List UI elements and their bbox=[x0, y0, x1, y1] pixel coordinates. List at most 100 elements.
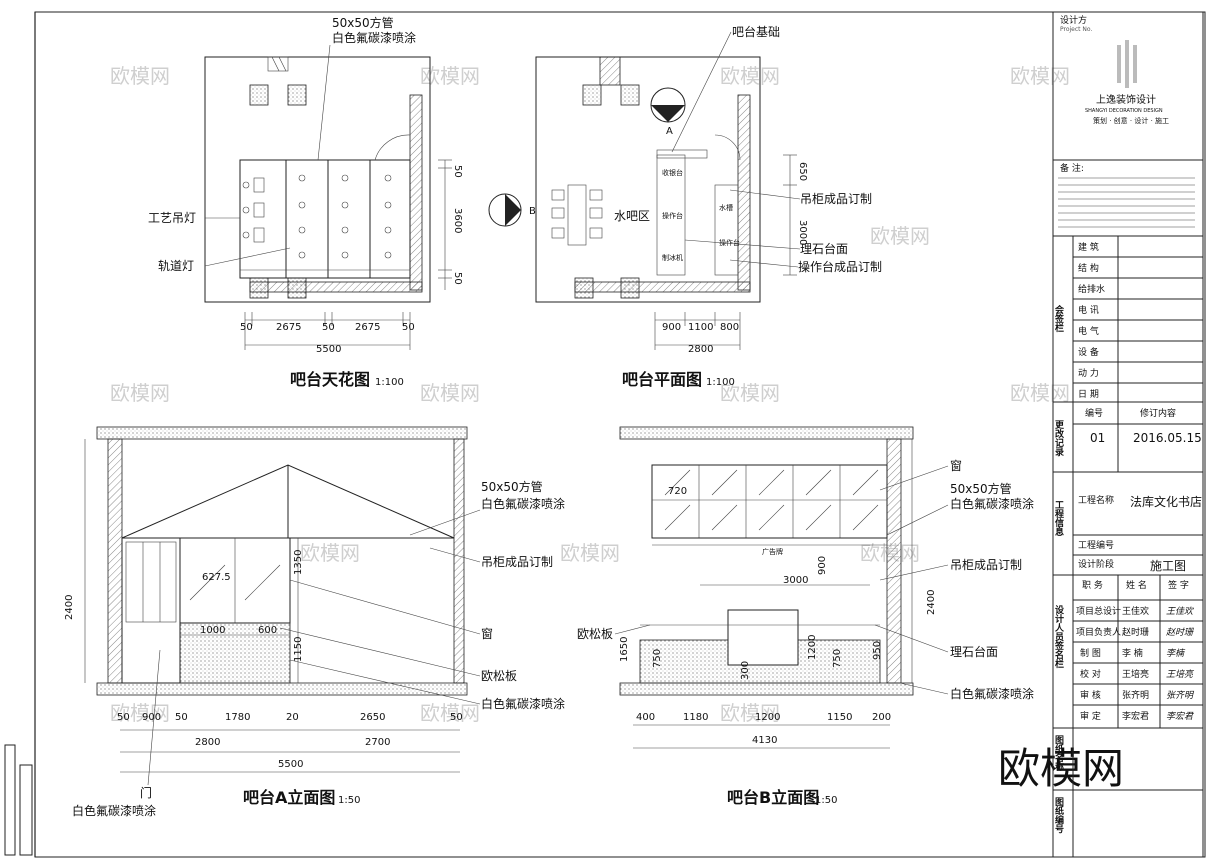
svg-text:2400: 2400 bbox=[64, 595, 75, 620]
plan-title: 吧台平面图 bbox=[622, 370, 702, 389]
svg-text:设计人员签名栏: 设计人员签名栏 bbox=[1053, 604, 1065, 669]
svg-text:50: 50 bbox=[240, 322, 253, 333]
svg-text:收银台: 收银台 bbox=[662, 168, 683, 177]
svg-text:欧模网: 欧模网 bbox=[720, 64, 780, 88]
svg-text:1200: 1200 bbox=[807, 635, 818, 660]
svg-text:1:50: 1:50 bbox=[338, 795, 360, 806]
svg-text:日 期: 日 期 bbox=[1078, 389, 1099, 400]
svg-text:50: 50 bbox=[117, 712, 130, 723]
svg-text:白色氟碳漆喷涂: 白色氟碳漆喷涂 bbox=[332, 30, 416, 45]
svg-text:5500: 5500 bbox=[278, 759, 303, 770]
svg-text:白色氟碳漆喷涂: 白色氟碳漆喷涂 bbox=[481, 696, 565, 711]
svg-text:50x50方管: 50x50方管 bbox=[481, 479, 543, 494]
elevation-b: 广告牌 720 3000 900 1200 750 750 950 1650 3… bbox=[577, 426, 1034, 807]
svg-text:轨道灯: 轨道灯 bbox=[158, 259, 194, 273]
svg-text:01: 01 bbox=[1090, 431, 1105, 445]
svg-text:电 气: 电 气 bbox=[1078, 325, 1099, 337]
svg-text:2400: 2400 bbox=[926, 590, 937, 615]
svg-text:50: 50 bbox=[450, 712, 463, 723]
svg-text:工程名称: 工程名称 bbox=[1078, 494, 1114, 506]
svg-text:1150: 1150 bbox=[293, 637, 304, 662]
svg-text:王培亮: 王培亮 bbox=[1122, 668, 1149, 680]
svg-text:白色氟碳漆喷涂: 白色氟碳漆喷涂 bbox=[950, 686, 1034, 701]
svg-text:图纸编号: 图纸编号 bbox=[1053, 797, 1064, 834]
svg-text:欧模网: 欧模网 bbox=[110, 381, 170, 405]
svg-text:200: 200 bbox=[872, 712, 891, 723]
svg-text:水吧区: 水吧区 bbox=[614, 209, 650, 223]
svg-text:2700: 2700 bbox=[365, 737, 390, 748]
svg-text:姓 名: 姓 名 bbox=[1126, 579, 1147, 591]
svg-text:50: 50 bbox=[322, 322, 335, 333]
svg-text:编号: 编号 bbox=[1085, 407, 1103, 419]
svg-text:设 备: 设 备 bbox=[1078, 346, 1099, 358]
svg-text:校 对: 校 对 bbox=[1080, 668, 1101, 680]
svg-text:欧松板: 欧松板 bbox=[577, 627, 613, 641]
svg-text:720: 720 bbox=[668, 486, 687, 497]
svg-text:修订内容: 修订内容 bbox=[1140, 407, 1176, 419]
svg-text:5500: 5500 bbox=[316, 344, 341, 355]
svg-text:吧台基础: 吧台基础 bbox=[732, 24, 780, 39]
svg-text:动 力: 动 力 bbox=[1078, 367, 1099, 379]
svg-text:更改记录: 更改记录 bbox=[1053, 420, 1064, 457]
elevation-a: 627.5 1000 600 1350 1150 2400 50 900 50 … bbox=[64, 426, 565, 818]
svg-text:制 图: 制 图 bbox=[1080, 647, 1101, 659]
svg-text:操作台: 操作台 bbox=[662, 211, 683, 220]
svg-text:结 构: 结 构 bbox=[1078, 262, 1099, 274]
svg-text:3000: 3000 bbox=[783, 575, 808, 586]
svg-text:2800: 2800 bbox=[688, 344, 713, 355]
elevation-a-title: 吧台A立面图 bbox=[243, 788, 335, 807]
svg-text:50: 50 bbox=[175, 712, 188, 723]
svg-text:1350: 1350 bbox=[293, 550, 304, 575]
svg-text:2675: 2675 bbox=[355, 322, 380, 333]
svg-text:白色氟碳漆喷涂: 白色氟碳漆喷涂 bbox=[950, 496, 1034, 511]
svg-text:白色氟碳漆喷涂: 白色氟碳漆喷涂 bbox=[72, 803, 156, 818]
svg-text:1:100: 1:100 bbox=[375, 377, 404, 388]
svg-text:50: 50 bbox=[452, 165, 463, 178]
svg-text:备 注:: 备 注: bbox=[1060, 162, 1084, 174]
svg-text:设计阶段: 设计阶段 bbox=[1078, 558, 1114, 570]
svg-text:理石台面: 理石台面 bbox=[800, 241, 848, 256]
ceiling-title: 吧台天花图 bbox=[290, 370, 370, 389]
svg-text:策划 · 创意 · 设计 · 施工: 策划 · 创意 · 设计 · 施工 bbox=[1093, 116, 1169, 125]
svg-text:欧模网: 欧模网 bbox=[720, 701, 780, 725]
svg-text:1200: 1200 bbox=[755, 712, 780, 723]
svg-text:欧模网: 欧模网 bbox=[1010, 64, 1070, 88]
svg-text:工程编号: 工程编号 bbox=[1078, 539, 1114, 551]
svg-text:项目总设计: 项目总设计 bbox=[1076, 605, 1121, 617]
svg-text:理石台面: 理石台面 bbox=[950, 644, 998, 659]
svg-text:欧模网: 欧模网 bbox=[420, 64, 480, 88]
svg-text:300: 300 bbox=[740, 661, 751, 680]
svg-text:王佳欢: 王佳欢 bbox=[1122, 605, 1149, 617]
svg-text:627.5: 627.5 bbox=[202, 572, 231, 583]
svg-text:会签栏: 会签栏 bbox=[1053, 304, 1065, 333]
title-block: 设计方 Project No. 上逸装饰设计 SHANGYI DECORATIO… bbox=[1052, 11, 1204, 858]
svg-text:上逸装饰设计: 上逸装饰设计 bbox=[1096, 93, 1156, 106]
svg-text:900: 900 bbox=[142, 712, 161, 723]
svg-text:A: A bbox=[666, 126, 673, 137]
bar-plan: A B 水吧区 收银台 操作台 制冰机 水槽 操作台 900 1100 800 … bbox=[488, 24, 882, 389]
svg-text:广告牌: 广告牌 bbox=[762, 547, 783, 556]
svg-text:1100: 1100 bbox=[688, 322, 713, 333]
svg-text:给排水: 给排水 bbox=[1078, 283, 1105, 295]
svg-text:张齐明: 张齐明 bbox=[1166, 690, 1195, 701]
svg-text:B: B bbox=[529, 206, 536, 217]
svg-text:审 定: 审 定 bbox=[1080, 710, 1101, 722]
svg-text:李宏君: 李宏君 bbox=[1166, 711, 1194, 722]
ceiling-plan: 50 2675 50 2675 50 5500 50 3600 50 50x50… bbox=[148, 15, 463, 389]
svg-text:吊柜成品订制: 吊柜成品订制 bbox=[481, 555, 553, 569]
svg-text:50: 50 bbox=[402, 322, 415, 333]
svg-text:审 核: 审 核 bbox=[1080, 689, 1101, 701]
svg-text:窗: 窗 bbox=[481, 627, 493, 641]
svg-text:900: 900 bbox=[662, 322, 681, 333]
svg-text:SHANGYI DECORATION DESIGN: SHANGYI DECORATION DESIGN bbox=[1085, 108, 1163, 114]
svg-text:600: 600 bbox=[258, 625, 277, 636]
svg-text:欧模网: 欧模网 bbox=[560, 541, 620, 565]
svg-text:50: 50 bbox=[452, 272, 463, 285]
svg-text:2800: 2800 bbox=[195, 737, 220, 748]
svg-text:欧模网: 欧模网 bbox=[720, 381, 780, 405]
svg-text:项目负责人: 项目负责人 bbox=[1076, 626, 1121, 638]
svg-text:欧模网: 欧模网 bbox=[420, 701, 480, 725]
svg-text:2650: 2650 bbox=[360, 712, 385, 723]
svg-text:Project No.: Project No. bbox=[1060, 26, 1092, 33]
